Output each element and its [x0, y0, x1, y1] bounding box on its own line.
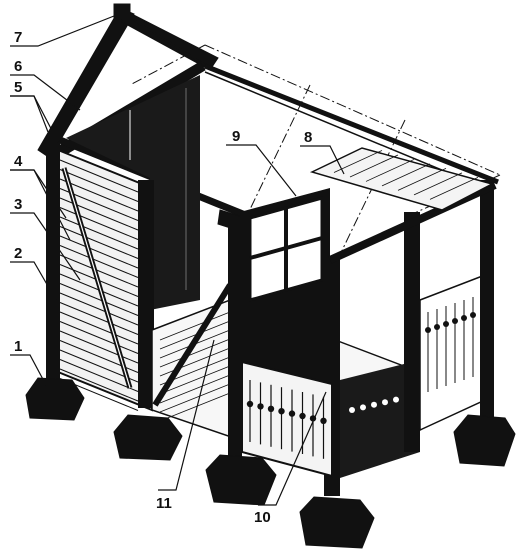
footing: [113, 414, 183, 461]
baluster-knob: [360, 404, 366, 411]
plank-line: [159, 372, 236, 404]
footing: [205, 454, 277, 506]
plank-line: [349, 154, 399, 178]
plank-line: [59, 302, 139, 335]
callout-7: 7: [14, 29, 22, 46]
plank-line: [59, 178, 139, 212]
baluster-knob: [349, 407, 355, 413]
baluster-knob: [434, 324, 440, 330]
callout-11: 11: [156, 495, 172, 512]
baluster-knob: [461, 315, 467, 321]
plank-line: [159, 345, 236, 377]
baluster-knob: [299, 412, 306, 420]
callout-5: 5: [14, 79, 22, 96]
plank-line: [159, 381, 236, 413]
left-wall: [46, 142, 154, 412]
plank-line: [59, 169, 139, 202]
plank-line: [429, 176, 479, 200]
plank-line: [59, 321, 139, 354]
plank-line: [59, 235, 139, 269]
callout-2: 2: [14, 245, 22, 262]
plank-line: [59, 254, 139, 288]
corner-post-inner-right: [404, 212, 420, 452]
corner-post-mid: [138, 180, 154, 408]
callout-6: 6: [14, 58, 22, 75]
plank-line: [397, 168, 447, 191]
plank-line: [59, 292, 139, 326]
plank-line: [59, 216, 139, 250]
front-railing: [241, 360, 333, 478]
baluster-knob: [257, 403, 264, 410]
corner-post-back-right: [480, 180, 494, 420]
plank-line: [59, 207, 139, 240]
callout-10: 10: [254, 509, 271, 526]
baluster-knob: [393, 396, 399, 403]
plank-line: [159, 327, 236, 359]
plank-line: [59, 245, 139, 278]
baluster-knob: [382, 399, 388, 406]
plank-line: [159, 363, 236, 395]
callout-3: 3: [14, 196, 22, 213]
back-wall: [66, 75, 200, 310]
plank-line: [59, 283, 139, 316]
plank-line: [413, 172, 463, 196]
callout-labels: 7 6 5 4 3 2 1 9 8 10 11: [14, 29, 312, 526]
plank-line: [59, 226, 139, 259]
floor-brace: [152, 283, 233, 407]
gable-rafters: [37, 3, 219, 159]
plank-line: [159, 336, 236, 368]
plank-line: [59, 368, 139, 402]
callout-9: 9: [232, 128, 240, 145]
callout-8: 8: [304, 129, 312, 146]
baluster-knob: [246, 400, 254, 408]
baluster-knob: [470, 312, 476, 318]
footing: [25, 377, 85, 421]
baluster-knob: [288, 410, 296, 417]
ridge-block: [113, 3, 131, 19]
callout-1: 1: [14, 338, 22, 355]
baluster-knob: [452, 318, 458, 324]
plank-line: [59, 330, 139, 364]
baluster-knob: [267, 405, 275, 412]
leader-lines: [10, 15, 345, 506]
footing: [299, 496, 375, 549]
plank-line: [59, 159, 139, 193]
baluster-knob: [443, 321, 449, 327]
callout-4: 4: [14, 153, 23, 170]
footings: [25, 377, 516, 549]
roof-panel-8: [309, 147, 495, 211]
baluster-knob: [371, 401, 377, 408]
plank-line: [59, 311, 139, 345]
plank-line: [159, 309, 236, 341]
plank-line: [365, 159, 415, 182]
plank-line: [381, 163, 431, 187]
corner-post-front-left: [46, 142, 60, 382]
baluster-knob: [320, 417, 327, 424]
footing: [453, 414, 516, 467]
plank-line: [59, 359, 139, 392]
baluster-knob: [278, 408, 285, 415]
baluster-knob: [425, 327, 431, 333]
corner-post-front-center: [228, 222, 242, 462]
